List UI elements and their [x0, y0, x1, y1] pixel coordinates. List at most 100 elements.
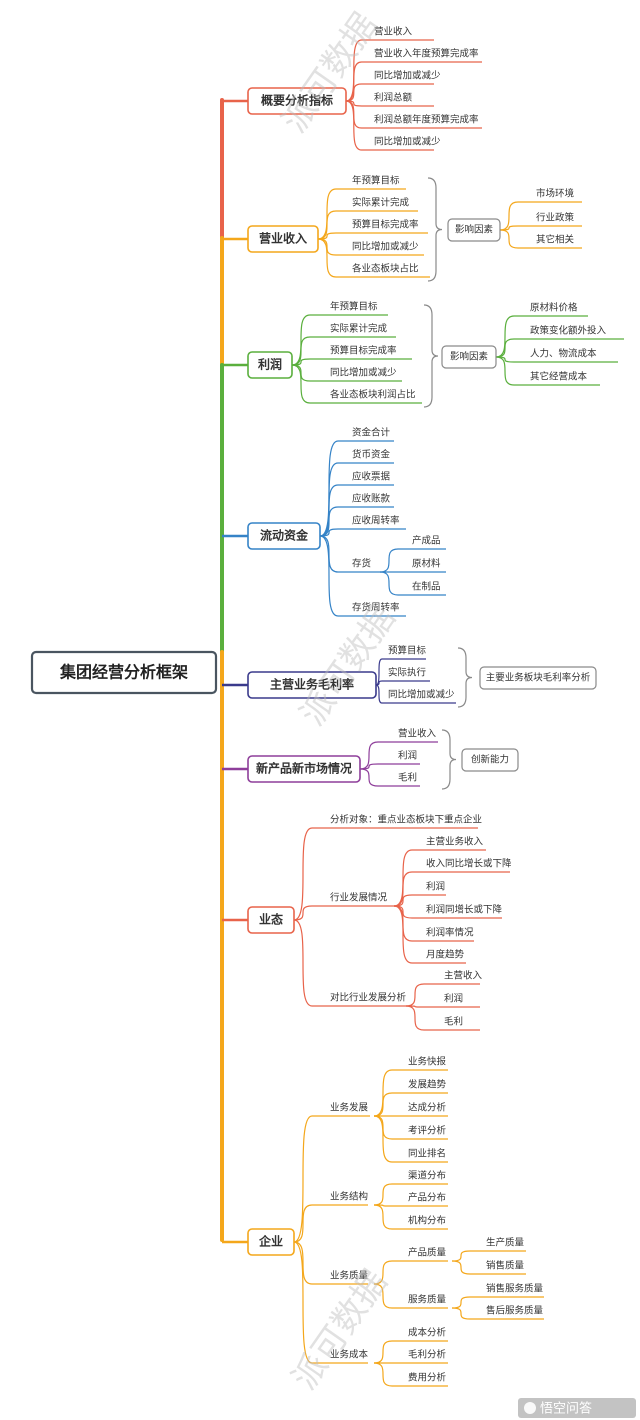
branch-title: 流动资金 — [260, 528, 309, 543]
leaf-node: 利润总额年度预算完成率 — [374, 114, 479, 126]
connector-line — [405, 1005, 442, 1031]
connector-line — [317, 238, 350, 278]
leaf-node: 利润率情况 — [426, 927, 474, 939]
leaf-node: 利润同增长或下降 — [426, 904, 503, 916]
leaf-node: 售后服务质量 — [486, 1305, 544, 1317]
connector-line — [373, 1115, 406, 1140]
leaf-node: 应收账款 — [352, 493, 391, 505]
leaf-node: 业务成本 — [330, 1349, 369, 1361]
leaf-node: 其它经营成本 — [530, 371, 588, 383]
leaf-node: 主营业务收入 — [426, 836, 484, 848]
leaf-node: 利润 — [444, 993, 463, 1005]
connector-line — [293, 1204, 328, 1243]
leaf-node: 预算目标完成率 — [352, 219, 419, 231]
connector-line — [373, 1092, 406, 1117]
connector-line — [319, 535, 350, 573]
branch-node — [247, 522, 321, 550]
connector-line — [373, 1260, 406, 1285]
branch-title: 新产品新市场情况 — [256, 761, 352, 776]
connector-line — [393, 849, 424, 907]
connector-line — [393, 894, 424, 907]
leaf-node: 同比增加或减少 — [388, 689, 455, 701]
connector-line — [495, 356, 528, 386]
leaf-node: 毛利分析 — [408, 1349, 447, 1361]
connector-line — [293, 1115, 328, 1243]
root-title: 集团经营分析框架 — [59, 663, 188, 682]
leaf-node: 利润 — [398, 750, 417, 762]
connector-line — [373, 1340, 406, 1364]
leaf-node: 主营收入 — [444, 970, 483, 982]
leaf-node: 产品分布 — [408, 1192, 446, 1204]
leaf-node: 存货 — [352, 558, 371, 570]
leaf-node: 成本分析 — [408, 1327, 447, 1339]
connector-line — [379, 548, 410, 573]
branch-node — [247, 225, 319, 253]
leaf-node: 资金合计 — [352, 427, 391, 439]
leaf-node: 预算目标 — [388, 645, 427, 657]
connector-line — [451, 1260, 484, 1275]
connector-line — [291, 358, 328, 366]
leaf-node: 货币资金 — [352, 449, 391, 461]
leaf-node: 毛利 — [444, 1016, 463, 1028]
connector-line — [373, 1069, 406, 1117]
leaf-node: 对比行业发展分析 — [330, 992, 407, 1004]
connector-line — [373, 1115, 406, 1163]
connector-line — [499, 225, 534, 231]
leaf-node: 发展趋势 — [408, 1079, 447, 1091]
leaf-node: 利润 — [426, 881, 445, 893]
connector-line — [375, 684, 386, 704]
leaf-node: 存货周转率 — [352, 602, 400, 614]
watermark-text: 派可数据 — [285, 1263, 396, 1397]
leaf-node: 同比增加或减少 — [330, 367, 397, 379]
leaf-node: 预算目标完成率 — [330, 345, 397, 357]
summary-label: 创新能力 — [471, 754, 509, 766]
leaf-node: 应收周转率 — [352, 515, 400, 527]
leaf-node: 业务快报 — [408, 1056, 447, 1068]
connector-line — [317, 188, 350, 240]
connector-line — [345, 100, 372, 151]
leaf-node: 达成分析 — [408, 1102, 447, 1114]
leaf-node: 同比增加或减少 — [374, 70, 441, 82]
connector-line — [319, 506, 350, 537]
connector-line — [293, 919, 328, 1007]
leaf-node: 销售服务质量 — [486, 1283, 544, 1295]
connector-line — [499, 201, 534, 231]
leaf-node: 产品质量 — [408, 1247, 447, 1259]
leaf-node: 产成品 — [412, 535, 441, 547]
leaf-node: 年预算目标 — [330, 301, 378, 313]
summary-node — [479, 666, 597, 690]
connector-line — [317, 210, 350, 240]
connector-line — [291, 314, 328, 366]
connector-line — [451, 1296, 484, 1309]
leaf-node: 各业态板块占比 — [352, 263, 419, 275]
leaf-node: 实际累计完成 — [330, 323, 388, 335]
connector-line — [317, 232, 350, 240]
leaf-node: 实际累计完成 — [352, 197, 410, 209]
footer-text: 悟空问答 — [540, 1401, 592, 1417]
connector-line — [393, 905, 424, 942]
summary-label: 主要业务板块毛利率分析 — [486, 672, 591, 684]
connector-line — [373, 1183, 406, 1206]
leaf-node: 原材料 — [412, 558, 441, 570]
factor-label: 影响因素 — [450, 351, 489, 363]
connector-line — [373, 1283, 406, 1309]
leaf-node: 渠道分布 — [408, 1170, 446, 1182]
leaf-node: 业务质量 — [330, 1270, 369, 1282]
connector-line — [319, 440, 350, 537]
connector-line — [319, 535, 350, 617]
leaf-node: 机构分布 — [408, 1215, 446, 1227]
footer-logo-icon — [524, 1402, 536, 1414]
leaf-node: 毛利 — [398, 772, 417, 784]
branch-title: 企业 — [258, 1234, 283, 1249]
leaf-node: 考评分析 — [408, 1125, 447, 1137]
leaf-node: 销售质量 — [486, 1260, 525, 1272]
connector-line — [345, 83, 372, 102]
connector-line — [317, 238, 350, 256]
connector-line — [393, 905, 424, 964]
branch-node — [247, 755, 361, 783]
leaf-node: 分析对象：重点业态板块下重点企业 — [330, 814, 482, 826]
leaf-node: 业务结构 — [330, 1191, 368, 1203]
summary-brace — [423, 304, 439, 408]
connector-line — [345, 61, 372, 102]
